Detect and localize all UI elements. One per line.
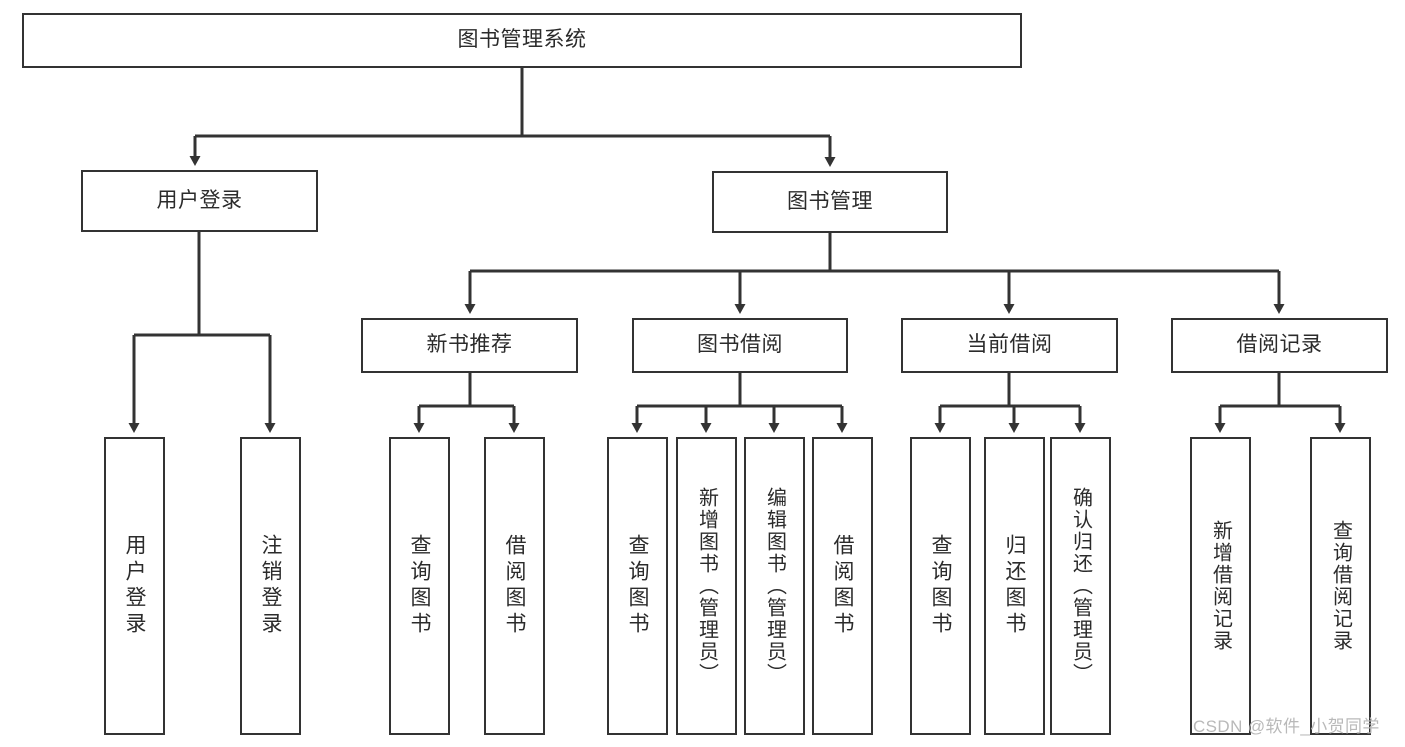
leaf-borrow-book-label: 借阅图书: [831, 534, 854, 638]
leaf-logout-label: 注销登录: [259, 534, 282, 638]
node-user-login-label: 用户登录: [156, 188, 243, 212]
node-current-borrow-label: 当前借阅: [966, 333, 1053, 357]
node-borrow-record-label: 借阅记录: [1236, 333, 1323, 357]
leaf-query-borrow-record-label: 查询借阅记录: [1329, 520, 1352, 652]
node-root[interactable]: 图书管理系统: [22, 13, 1022, 68]
leaf-query-book-borrow[interactable]: 查询图书: [607, 437, 668, 735]
node-book-management-label: 图书管理: [787, 189, 873, 213]
node-new-book-recommend-label: 新书推荐: [426, 333, 513, 357]
leaf-borrow-book-newbook[interactable]: 借阅图书: [484, 437, 545, 735]
leaf-query-book-current-label: 查询图书: [929, 534, 952, 638]
node-new-book-recommend[interactable]: 新书推荐: [361, 318, 578, 373]
leaf-user-login[interactable]: 用户登录: [104, 437, 165, 735]
leaf-add-book-admin[interactable]: 新增图书（管理员）: [676, 437, 737, 735]
node-book-borrow[interactable]: 图书借阅: [632, 318, 848, 373]
leaf-logout[interactable]: 注销登录: [240, 437, 301, 735]
leaf-borrow-book[interactable]: 借阅图书: [812, 437, 873, 735]
leaf-user-login-label: 用户登录: [123, 534, 146, 638]
node-book-borrow-label: 图书借阅: [697, 333, 783, 357]
leaf-query-book-borrow-label: 查询图书: [626, 534, 649, 638]
leaf-return-book[interactable]: 归还图书: [984, 437, 1045, 735]
leaf-query-book-newbook-label: 查询图书: [408, 534, 431, 638]
node-current-borrow[interactable]: 当前借阅: [901, 318, 1118, 373]
leaf-edit-book-admin[interactable]: 编辑图书（管理员）: [744, 437, 805, 735]
leaf-borrow-book-newbook-label: 借阅图书: [503, 534, 526, 638]
leaf-query-borrow-record[interactable]: 查询借阅记录: [1310, 437, 1371, 735]
node-user-login[interactable]: 用户登录: [81, 170, 318, 232]
leaf-add-book-admin-label: 新增图书（管理员）: [695, 487, 718, 685]
leaf-edit-book-admin-label: 编辑图书（管理员）: [763, 487, 786, 685]
leaf-add-borrow-record[interactable]: 新增借阅记录: [1190, 437, 1251, 735]
leaf-query-book-current[interactable]: 查询图书: [910, 437, 971, 735]
csdn-watermark: CSDN @软件_小贺同学: [1193, 717, 1380, 736]
leaf-return-book-label: 归还图书: [1003, 534, 1026, 638]
node-root-label: 图书管理系统: [457, 28, 587, 52]
node-book-management[interactable]: 图书管理: [712, 171, 948, 233]
leaf-confirm-return-admin[interactable]: 确认归还（管理员）: [1050, 437, 1111, 735]
leaf-query-book-newbook[interactable]: 查询图书: [389, 437, 450, 735]
leaf-confirm-return-admin-label: 确认归还（管理员）: [1069, 487, 1092, 685]
node-borrow-record[interactable]: 借阅记录: [1171, 318, 1388, 373]
leaf-add-borrow-record-label: 新增借阅记录: [1209, 520, 1232, 652]
